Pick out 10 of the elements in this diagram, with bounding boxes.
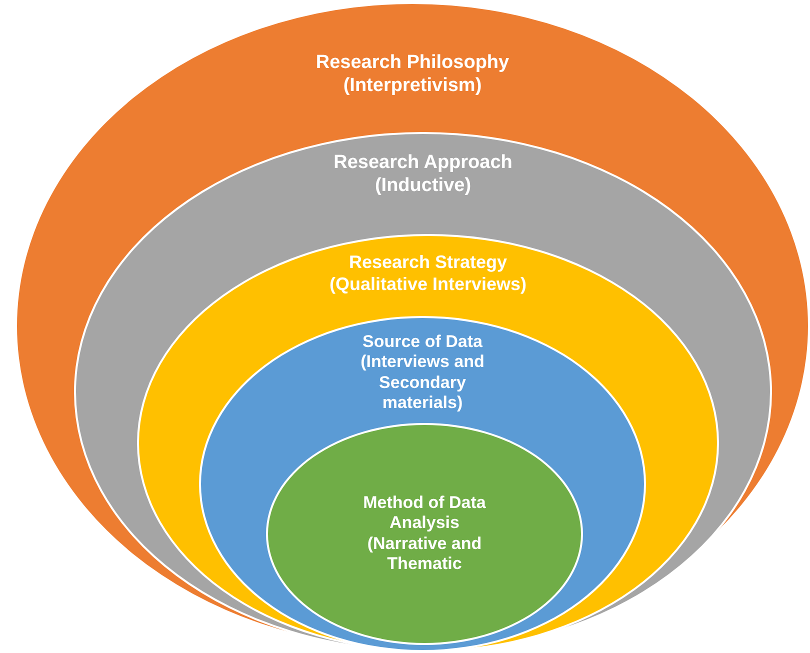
layer-subtitle: (Qualitative Interviews) xyxy=(329,274,527,296)
layer-title: Source of Data xyxy=(362,332,482,352)
layer-title: Method of Data Analysis xyxy=(362,493,487,534)
layer-subtitle: (Interpretivism) xyxy=(343,74,482,98)
layer-title: Research Philosophy xyxy=(316,52,510,75)
layer-subtitle: (Inductive) xyxy=(374,174,472,198)
layer-title: Research Approach xyxy=(334,152,512,175)
layer-subtitle: (Narrative and Thematic xyxy=(366,534,483,575)
layer-subtitle: (Interviews and Secondary materials) xyxy=(360,352,486,414)
layer-title: Research Strategy xyxy=(348,252,508,274)
